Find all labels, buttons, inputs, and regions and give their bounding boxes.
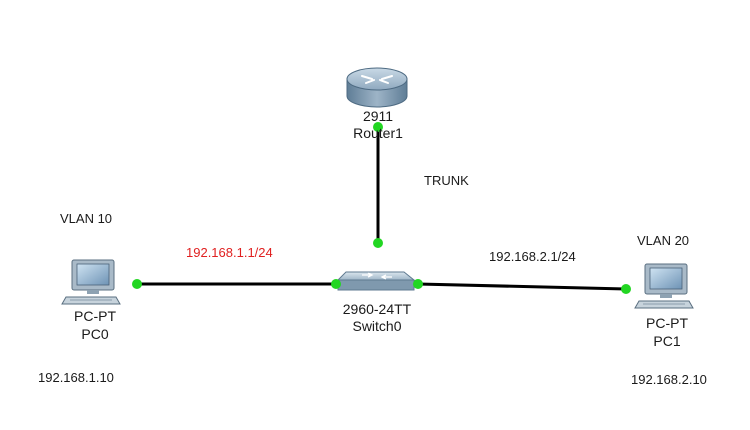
switch-pc1-link <box>417 282 627 291</box>
switch-model-label: 2960-24TT <box>343 301 412 317</box>
pc1-ip-label: 192.168.2.10 <box>631 372 707 387</box>
router-model-label: 2911 <box>363 108 393 124</box>
router-icon[interactable] <box>346 67 408 108</box>
port-dot-switch-trunk <box>373 238 383 248</box>
switch-name-label: Switch0 <box>352 318 401 334</box>
switch-icon[interactable] <box>336 271 416 291</box>
port-dot-switch-right <box>413 279 423 289</box>
pc1-model-label: PC-PT <box>646 315 688 331</box>
vlan10-label: VLAN 10 <box>60 211 112 226</box>
router-name-label: Router1 <box>353 125 403 141</box>
vlan20-label: VLAN 20 <box>637 233 689 248</box>
gateway20-label: 192.168.2.1/24 <box>489 249 576 264</box>
pc0-model-label: PC-PT <box>74 308 116 324</box>
pc0-ip-label: 192.168.1.10 <box>38 370 114 385</box>
port-dot-pc0 <box>132 279 142 289</box>
trunk-label: TRUNK <box>424 173 469 188</box>
port-dot-router <box>373 122 383 132</box>
port-dot-switch-left <box>331 279 341 289</box>
pc0-name-label: PC0 <box>81 326 108 342</box>
gateway10-label: 192.168.1.1/24 <box>186 245 273 260</box>
pc1-icon[interactable] <box>634 263 694 309</box>
pc0-icon[interactable] <box>61 259 121 305</box>
port-dot-pc1 <box>621 284 631 294</box>
pc1-name-label: PC1 <box>653 333 680 349</box>
